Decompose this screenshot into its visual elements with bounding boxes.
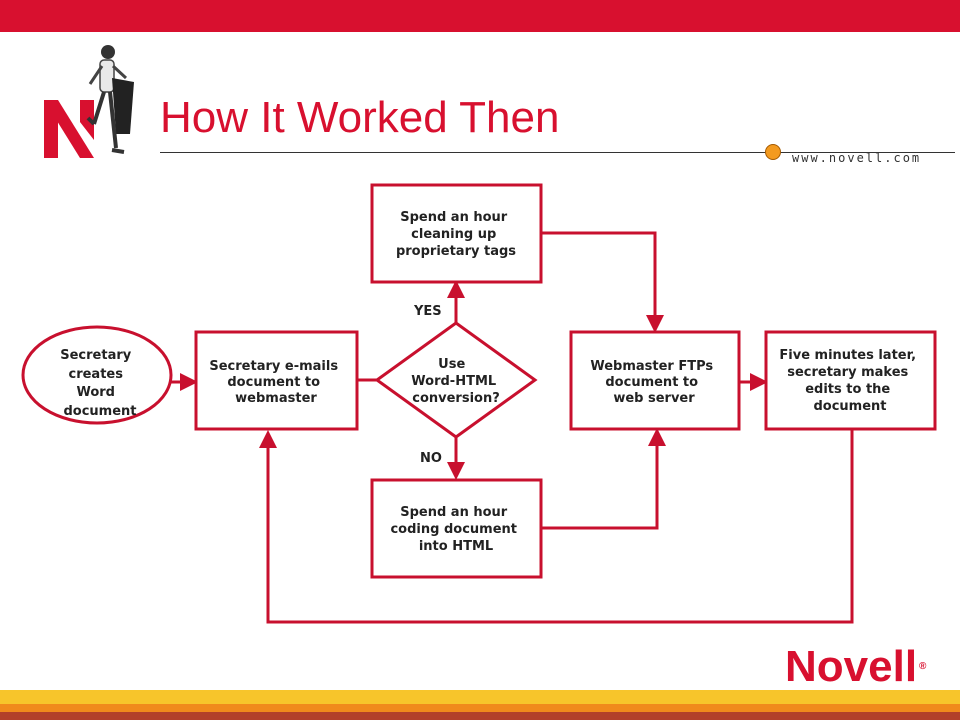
node-decision [374, 321, 538, 439]
node-cleanup-label: Spend an hour cleaning up proprietary ta… [396, 210, 516, 259]
walking-person-icon [86, 45, 134, 154]
edge-edits-to-emails [259, 430, 854, 624]
edge-cleanup-to-ftp [541, 231, 664, 333]
node-secretary-creates-label: Secretary creates Word document [60, 348, 136, 419]
node-secretary-emails-label: Secretary e-mails document to webmaster [209, 359, 342, 406]
registered-mark: ® [919, 661, 927, 672]
title-divider [160, 152, 955, 153]
node-secretary-creates [21, 325, 173, 425]
edge-label-yes: YES [413, 304, 442, 319]
orange-dot-icon [765, 144, 781, 160]
node-coding-label: Spend an hour coding document into HTML [390, 505, 521, 554]
node-decision-label: Use Word-HTML conversion? [411, 357, 500, 406]
edge-coding-to-ftp [541, 428, 666, 530]
node-secretary-emails [194, 330, 359, 431]
novell-n-logo-icon [44, 100, 94, 158]
node-edits [764, 330, 937, 431]
edge-label-no: NO [420, 451, 442, 466]
bottom-stripe-orange [0, 704, 960, 712]
node-coding [370, 478, 543, 579]
bottom-stripe-brown [0, 712, 960, 720]
page-title: How It Worked Then [160, 93, 560, 142]
node-webmaster-ftp [569, 330, 741, 431]
top-accent-bar [0, 0, 960, 32]
novell-brand-logo: Novell® [785, 642, 926, 692]
brand-name: Novell [785, 642, 918, 691]
website-url: www.novell.com [792, 151, 922, 165]
bottom-stripe-yellow [0, 690, 960, 704]
node-edits-label: Five minutes later, secretary makes edit… [779, 348, 920, 414]
node-webmaster-ftp-label: Webmaster FTPs document to web server [590, 359, 717, 406]
node-cleanup [370, 183, 543, 284]
